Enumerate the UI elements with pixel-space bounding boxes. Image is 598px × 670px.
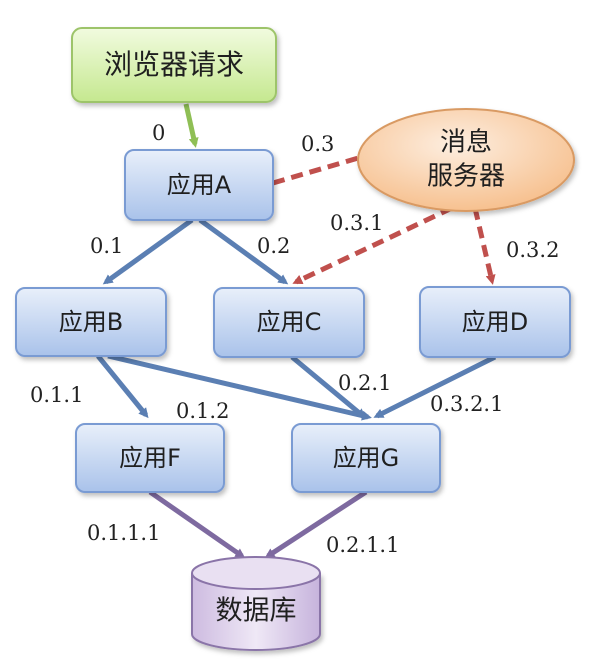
edge-message-server-to-d <box>472 207 496 285</box>
edge-label-0-3-2-1: 0.3.2.1 <box>430 392 503 416</box>
edge-a-to-message-server <box>272 150 376 186</box>
edge-browser-to-a <box>183 103 199 148</box>
browser-request-label: 浏览器请求 <box>104 48 244 81</box>
node-app-a: 应用A <box>124 149 274 221</box>
node-database: 数据库 <box>191 556 321 651</box>
edge-f-to-database <box>148 489 246 559</box>
edge-c-to-g <box>290 355 367 419</box>
edge-label-0-1-2: 0.1.2 <box>176 399 229 423</box>
node-app-b: 应用B <box>15 287 167 357</box>
app-f-label: 应用F <box>119 444 181 472</box>
edge-d-to-g <box>373 354 497 419</box>
app-c-label: 应用C <box>257 308 322 336</box>
edge-label-0-2-1-1: 0.2.1.1 <box>326 533 399 557</box>
edge-label-0-1-1-1: 0.1.1.1 <box>87 521 160 545</box>
edge-labels: 0 0.3 0.3.1 0.3.2 0.1 0.2 0.1.1 0.1.2 0.… <box>30 121 559 557</box>
edge-message-server-to-c <box>292 205 454 285</box>
node-app-d: 应用D <box>419 286 571 358</box>
app-d-label: 应用D <box>462 308 528 336</box>
edge-label-0-1-1: 0.1.1 <box>30 383 83 407</box>
edge-a-to-c <box>198 217 289 285</box>
node-app-g: 应用G <box>291 423 441 493</box>
app-a-label: 应用A <box>167 171 232 199</box>
edge-label-0-2-1: 0.2.1 <box>338 371 391 395</box>
edge-g-to-database <box>264 489 368 559</box>
edge-label-0-3: 0.3 <box>301 132 334 156</box>
edge-label-0-3-2: 0.3.2 <box>506 238 559 262</box>
edge-label-0-3-1: 0.3.1 <box>330 211 383 235</box>
edge-a-to-b <box>102 217 194 285</box>
node-app-c: 应用C <box>213 287 365 358</box>
edges <box>96 103 497 559</box>
node-app-f: 应用F <box>75 423 225 493</box>
message-server-label-line1: 消息 <box>440 128 492 158</box>
node-message-server: 消息 服务器 <box>357 108 575 212</box>
edge-label-0: 0 <box>152 121 165 145</box>
edge-label-0-2: 0.2 <box>257 234 290 258</box>
edge-b-to-f <box>96 354 149 419</box>
node-browser-request: 浏览器请求 <box>71 27 277 103</box>
database-label: 数据库 <box>216 596 297 627</box>
app-b-label: 应用B <box>59 308 123 336</box>
edge-b-to-g <box>107 353 372 421</box>
edge-label-0-1: 0.1 <box>90 234 123 258</box>
app-g-label: 应用G <box>333 444 400 472</box>
message-server-label-line2: 服务器 <box>427 162 505 192</box>
